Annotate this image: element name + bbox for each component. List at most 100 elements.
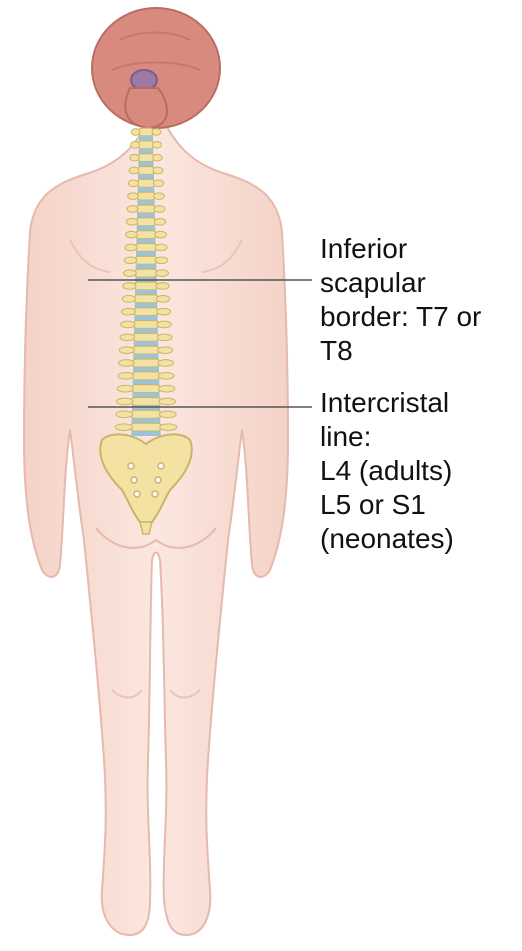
vertebra [137,154,154,162]
transverse-process [154,218,165,225]
intervertebral-disc [133,380,160,385]
vertebra [135,256,158,264]
intervertebral-disc [139,136,153,141]
intervertebral-disc [137,213,155,218]
inferior-scapular-border-label: Inferior scapular border: T7 or T8 [320,232,520,368]
body-silhouette [24,118,288,935]
transverse-process [119,360,134,367]
transverse-process [158,347,173,354]
transverse-process [157,334,172,341]
vertebra [135,244,157,252]
transverse-process [153,167,163,174]
intervertebral-disc [139,149,154,154]
transverse-process [154,193,165,200]
transverse-process [124,257,136,264]
intervertebral-disc [138,187,155,192]
transverse-process [127,206,138,213]
transverse-process [115,424,132,431]
transverse-process [155,231,167,238]
transverse-process [160,424,177,431]
transverse-process [123,283,136,290]
ponytail [125,88,167,128]
vertebra [130,423,161,431]
intervertebral-disc [134,328,158,333]
transverse-process [125,244,137,251]
intervertebral-disc [138,162,153,167]
vertebra [136,218,157,226]
transverse-process [154,206,165,213]
transverse-process [120,334,135,341]
vertebra [132,346,159,354]
transverse-process [159,411,176,418]
transverse-process [159,385,175,392]
vertebra [131,385,160,393]
transverse-process [156,295,170,302]
vertebra [135,231,156,239]
transverse-process [117,398,134,405]
intervertebral-disc [132,405,160,410]
intervertebral-disc [138,174,154,179]
vertebra [136,205,156,213]
vertebra [131,398,161,406]
intervertebral-disc [132,393,159,398]
transverse-process [153,180,163,187]
human-figure-back-view [24,118,288,935]
vertebra [132,372,161,380]
vertebra [136,192,155,200]
intervertebral-disc [137,226,156,231]
transverse-process [158,360,173,367]
vertebra [133,308,158,316]
intercristal-line-label: Intercristal line: L4 (adults) L5 or S1 … [320,386,520,556]
vertebra [134,282,158,290]
intervertebral-disc [133,367,159,372]
intervertebral-disc [135,290,157,295]
intervertebral-disc [134,341,159,346]
vertebra [132,359,160,367]
transverse-process [121,321,135,328]
transverse-process [121,308,135,315]
vertebra [134,295,159,303]
intervertebral-disc [136,264,157,269]
transverse-process [157,321,171,328]
transverse-process [126,231,138,238]
vertebra [134,269,157,277]
transverse-process [152,141,161,148]
intervertebral-disc [135,303,158,308]
intervertebral-disc [137,200,154,205]
transverse-process [126,218,137,225]
vertebra [131,410,162,418]
transverse-process [128,193,139,200]
transverse-process [128,180,138,187]
vertebra [137,167,155,175]
coccyx [140,522,152,534]
transverse-process [155,244,167,251]
transverse-process [152,129,161,136]
vertebra [133,321,159,329]
transverse-process [124,270,137,277]
head [92,8,220,128]
vertebra [137,179,156,187]
transverse-process [131,129,140,136]
transverse-process [157,308,171,315]
transverse-process [129,167,139,174]
transverse-process [156,283,169,290]
intervertebral-disc [134,316,157,321]
transverse-process [131,141,140,148]
transverse-process [117,385,133,392]
intervertebral-disc [136,239,155,244]
transverse-process [153,154,163,161]
transverse-process [155,257,167,264]
transverse-process [158,372,174,379]
intervertebral-disc [132,418,161,423]
transverse-process [130,154,140,161]
intervertebral-disc [131,431,160,436]
vertebra [133,333,160,341]
transverse-process [122,295,136,302]
transverse-process [159,398,176,405]
transverse-process [119,347,134,354]
intervertebral-disc [136,251,156,256]
intervertebral-disc [133,354,158,359]
transverse-process [156,270,169,277]
transverse-process [118,372,134,379]
transverse-process [116,411,133,418]
